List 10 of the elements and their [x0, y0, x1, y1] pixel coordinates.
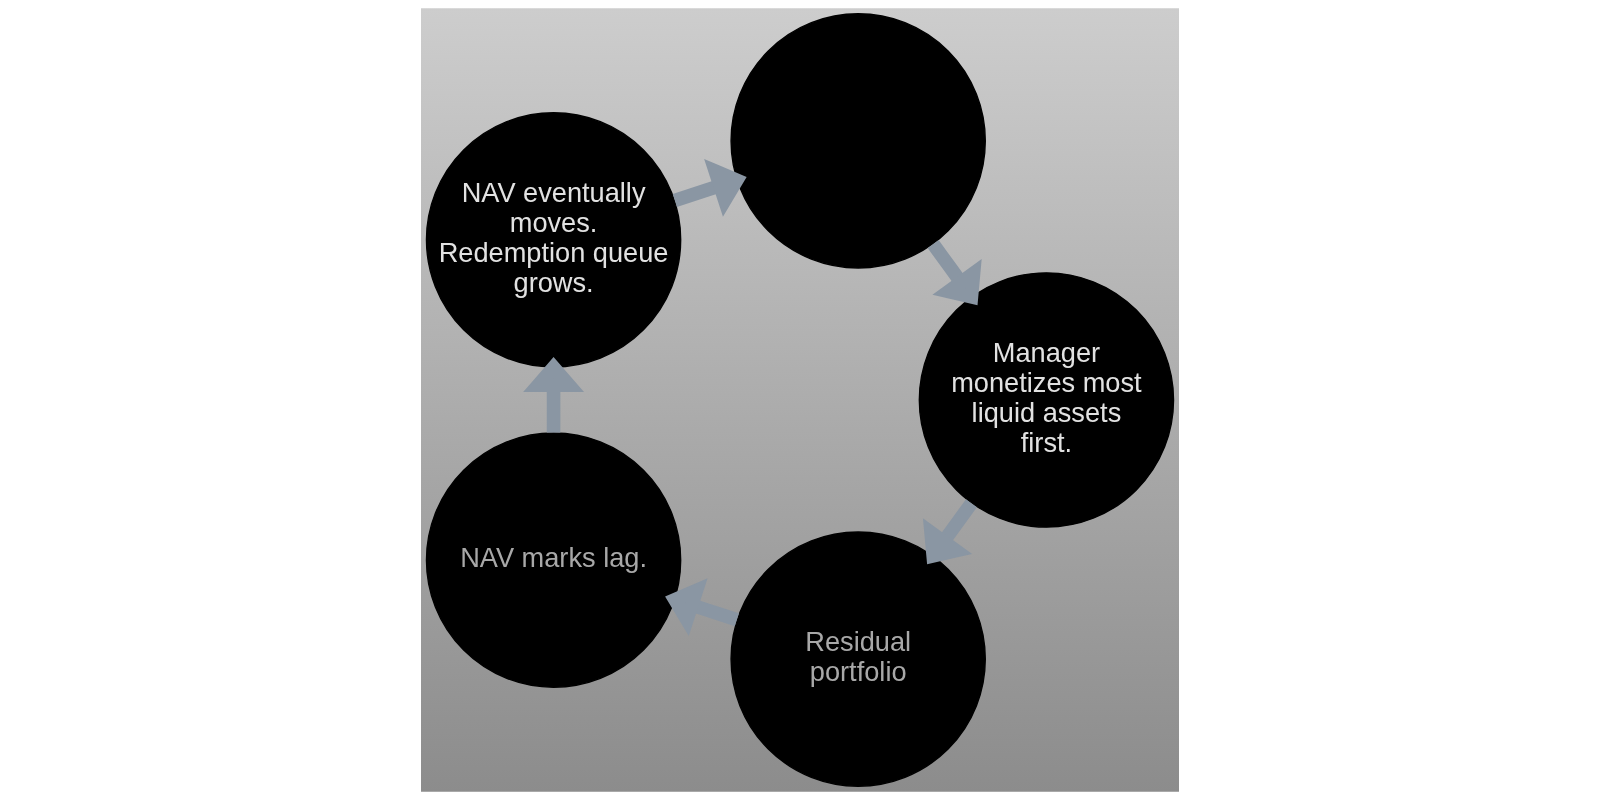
arrow [665, 578, 739, 637]
arrow [523, 357, 585, 433]
node-circle: NAV eventually moves. Redemption queue grows. [425, 112, 682, 368]
arrow [927, 240, 982, 306]
arrow [672, 158, 747, 217]
node-circle [730, 13, 986, 269]
node-circle: NAV marks lag. [425, 432, 682, 688]
node-circle: Residual portfolio [730, 531, 986, 787]
arrow [922, 499, 977, 565]
node-circle: Manager monetizes most liquid assets first. [918, 272, 1175, 528]
